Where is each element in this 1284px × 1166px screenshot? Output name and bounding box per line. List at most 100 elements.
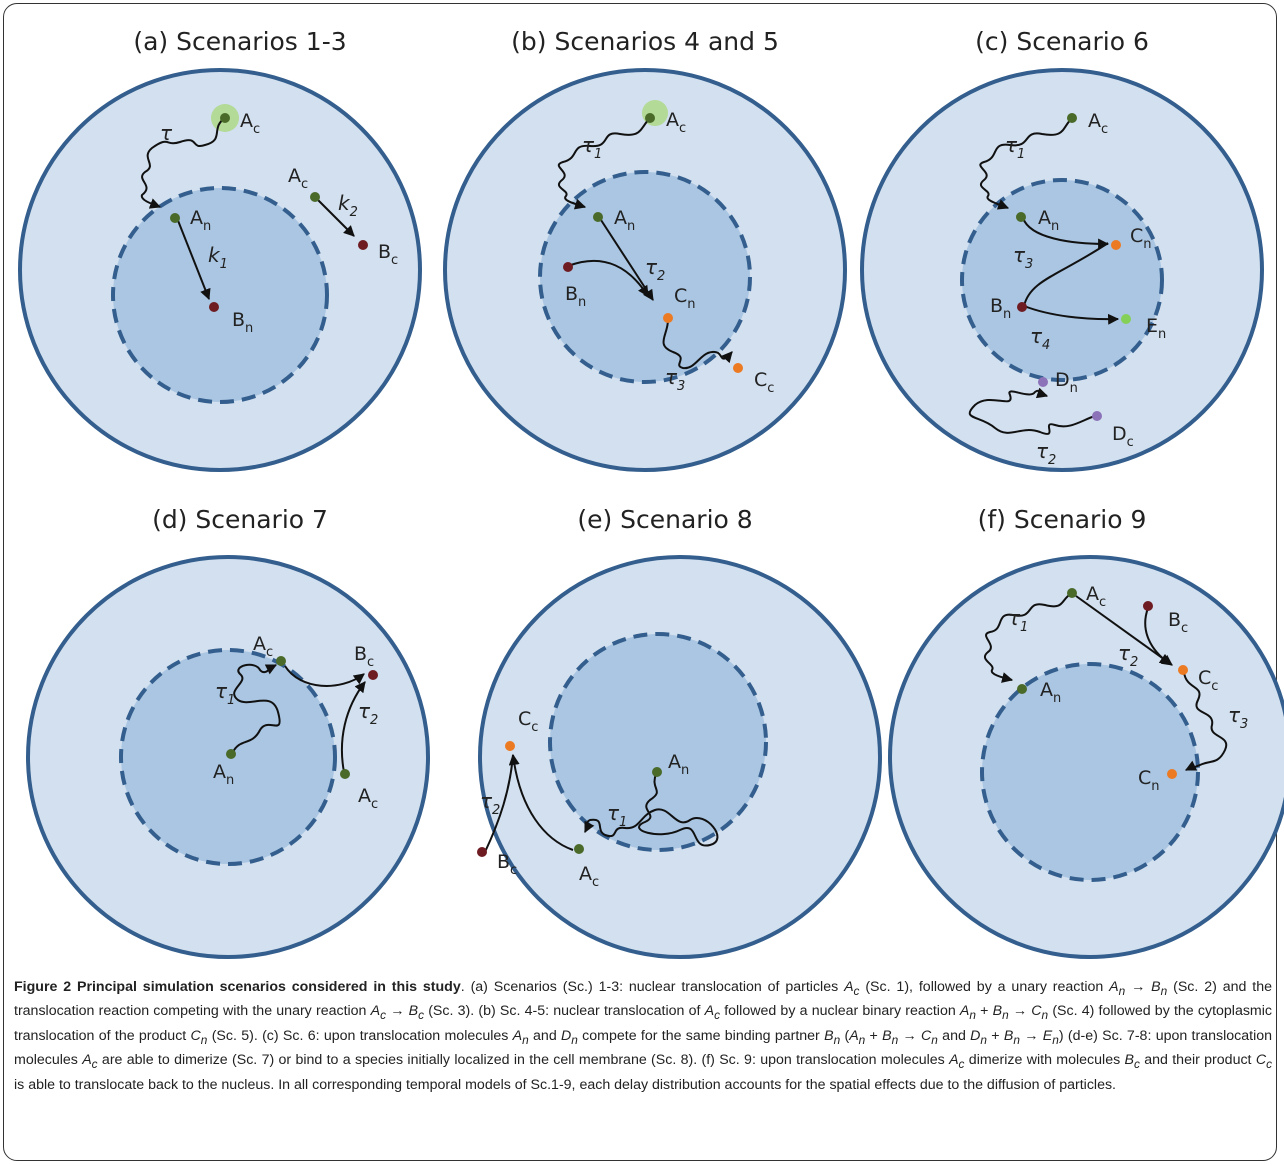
label-b-c: Bc	[497, 851, 517, 878]
molecule-b-c	[368, 670, 378, 680]
label-tau3: τ3	[1228, 703, 1248, 732]
diffusion-path-tau1	[979, 117, 1073, 210]
label-k1: k1	[208, 243, 228, 272]
panel-d: (d) Scenario 7 Ac Bc An Ac τ1 τ2	[26, 505, 430, 959]
molecule-c-c	[1178, 665, 1188, 675]
figure-caption: Figure 2 Principal simulation scenarios …	[14, 979, 1272, 1093]
label-a-c: Ac	[666, 109, 686, 136]
reaction-arrow-tau2	[484, 754, 514, 853]
panel-a: (a) Scenarios 1-3 Ac An Ac Bc Bn τ k1 k2	[18, 27, 422, 472]
label-a-c-2: Ac	[358, 785, 378, 812]
label-c-n: Cn	[1138, 767, 1160, 794]
reaction-arrow-k2	[315, 197, 355, 237]
panel-e: (e) Scenario 8 An Ac Bc Cc τ1 τ2	[477, 505, 882, 959]
label-a-c: Ac	[1086, 583, 1106, 610]
label-b-c: Bc	[1168, 609, 1188, 636]
molecule-a-c	[220, 113, 230, 123]
molecule-c-n	[1111, 240, 1121, 250]
molecule-a-c	[574, 844, 584, 854]
diffusion-path	[140, 117, 226, 209]
label-a-c: Ac	[1088, 110, 1108, 137]
label-b-c: Bc	[378, 241, 398, 268]
label-tau2: τ2	[1036, 439, 1056, 468]
label-a-n: An	[213, 761, 234, 788]
label-c-c: Cc	[518, 708, 538, 735]
reaction-arrow-b	[567, 259, 649, 297]
label-a-c-2: Ac	[288, 165, 308, 192]
molecule-a-c	[645, 113, 655, 123]
label-tau1: τ1	[215, 679, 235, 708]
label-b-n: Bn	[565, 283, 586, 310]
molecule-c-n	[663, 313, 673, 323]
nucleus	[548, 632, 768, 852]
diffusion-path-tau1	[584, 773, 719, 847]
molecule-e-n	[1121, 314, 1131, 324]
molecule-b-n	[1017, 302, 1027, 312]
label-a-n: An	[190, 207, 211, 234]
molecule-b-c	[477, 847, 487, 857]
figure-diagram: (a) Scenarios 1-3 Ac An Ac Bc Bn τ k1 k2…	[18, 27, 1284, 959]
label-tau2: τ2	[645, 255, 665, 284]
diffusion-path-tau3	[662, 319, 733, 370]
molecule-c-c	[733, 363, 743, 373]
label-tau1: τ1	[582, 133, 602, 162]
label-a-c: Ac	[579, 863, 599, 890]
panel-b-title: (b) Scenarios 4 and 5	[511, 27, 779, 56]
panel-e-title: (e) Scenario 8	[577, 505, 752, 534]
molecule-c-n	[1167, 769, 1177, 779]
label-tau1: τ1	[1008, 606, 1028, 635]
molecule-b-c	[358, 240, 368, 250]
reaction-arrow-b-to-c	[1023, 242, 1109, 307]
panel-c: (c) Scenario 6 Ac An Cn Bn En Dn Dc τ1 τ…	[860, 27, 1264, 472]
molecule-b-n	[209, 302, 219, 312]
label-d-c: Dc	[1112, 423, 1134, 450]
reaction-arrow-tau2	[1075, 595, 1173, 666]
diffusion-path-tau1	[557, 117, 651, 210]
panel-d-title: (d) Scenario 7	[152, 505, 328, 534]
reaction-arrow-b-to-c	[1144, 607, 1171, 665]
label-b-n: Bn	[990, 295, 1011, 322]
label-a-n: An	[614, 207, 635, 234]
reaction-arrow-a-to-b	[284, 665, 365, 687]
molecule-a-c	[1067, 113, 1077, 123]
panel-a-title: (a) Scenarios 1-3	[133, 27, 346, 56]
label-c-c: Cc	[1198, 667, 1218, 694]
label-a-c: Ac	[253, 633, 273, 660]
label-tau3: τ3	[1013, 243, 1033, 272]
label-tau2: τ2	[358, 699, 378, 728]
diffusion-path-tau3	[1183, 671, 1228, 771]
figure-frame	[3, 3, 1277, 1161]
molecule-a-n	[1016, 212, 1026, 222]
nucleus	[980, 662, 1200, 882]
panel-f: (f) Scenario 9 Ac Bc Cc An Cn τ1 τ2 τ3	[888, 505, 1284, 959]
panel-b: (b) Scenarios 4 and 5 Ac An Bn Cn Cc τ1 …	[443, 27, 847, 472]
reaction-arrow-tau3	[1022, 217, 1110, 250]
molecule-b-c	[1143, 601, 1153, 611]
label-tau1: τ1	[1005, 133, 1025, 162]
label-a-n: An	[1038, 207, 1059, 234]
molecule-a-n	[170, 213, 180, 223]
molecule-a-c-2	[310, 192, 320, 202]
molecule-b-n	[563, 262, 573, 272]
label-tau: τ	[160, 121, 173, 145]
molecule-c-c	[505, 741, 515, 751]
molecule-a-c-2	[340, 769, 350, 779]
label-d-n: Dn	[1055, 369, 1078, 396]
label-b-n: Bn	[232, 309, 253, 336]
label-tau4: τ4	[1030, 324, 1050, 353]
molecule-a-n	[226, 749, 236, 759]
molecule-a-n	[1017, 684, 1027, 694]
diffusion-path-tau1	[983, 592, 1073, 683]
molecule-d-n	[1038, 377, 1048, 387]
label-c-n: Cn	[674, 285, 696, 312]
label-c-n: Cn	[1130, 225, 1152, 252]
label-tau1: τ1	[607, 801, 627, 830]
nucleus	[111, 186, 329, 404]
label-a-n: An	[668, 751, 689, 778]
reaction-arrow-tau2	[340, 681, 366, 773]
label-tau2: τ2	[480, 789, 500, 818]
molecule-a-c	[1067, 588, 1077, 598]
panel-c-title: (c) Scenario 6	[975, 27, 1149, 56]
reaction-arrow-a-to-c	[508, 753, 574, 851]
diffusion-path-tau2	[968, 387, 1096, 435]
